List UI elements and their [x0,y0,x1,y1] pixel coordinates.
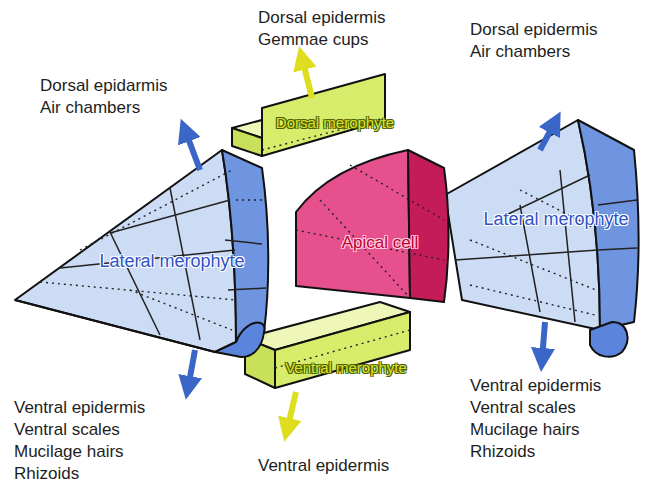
lateral-merophyte-label: Lateral merophyte [99,252,244,272]
tissue-label: Ventral scales [14,420,120,440]
merophyte-part: Dorsal merophyte [276,115,394,132]
tissue-label: Air chambers [470,42,570,62]
dorsal-merophyte-label: Dorsal merophyte [276,115,394,132]
tissue-label: Mucilage hairs [470,420,580,440]
tissue-label: Gemmae cups [258,30,369,50]
merophyte-part: Ventral merophyte [285,360,407,377]
tissue-label: Dorsal epidermis [258,8,386,28]
merophyte-part: Lateral merophyte [483,210,628,230]
ventral-merophyte-label: Ventral merophyte [285,360,407,377]
tissue-label: Ventral epidermis [470,376,601,396]
apical-cell-label: Apical cell [342,234,419,253]
tissue-label: Air chambers [40,98,140,118]
tissue-label: Dorsal epidarmis [40,76,168,96]
tissue-label: Ventral epidermis [258,456,389,476]
merophyte-part: Lateral merophyte [99,252,244,272]
lateral-merophyte-label: Lateral merophyte [483,210,628,230]
tissue-label: Ventral scales [470,398,576,418]
tissue-label: Rhizoids [470,442,535,462]
tissue-label: Dorsal epidermis [470,20,598,40]
tissue-label: Mucilage hairs [14,442,124,462]
tissue-label: Rhizoids [14,464,79,484]
merophyte-part: Apical cell [342,234,419,253]
tissue-label: Ventral epidermis [14,398,145,418]
